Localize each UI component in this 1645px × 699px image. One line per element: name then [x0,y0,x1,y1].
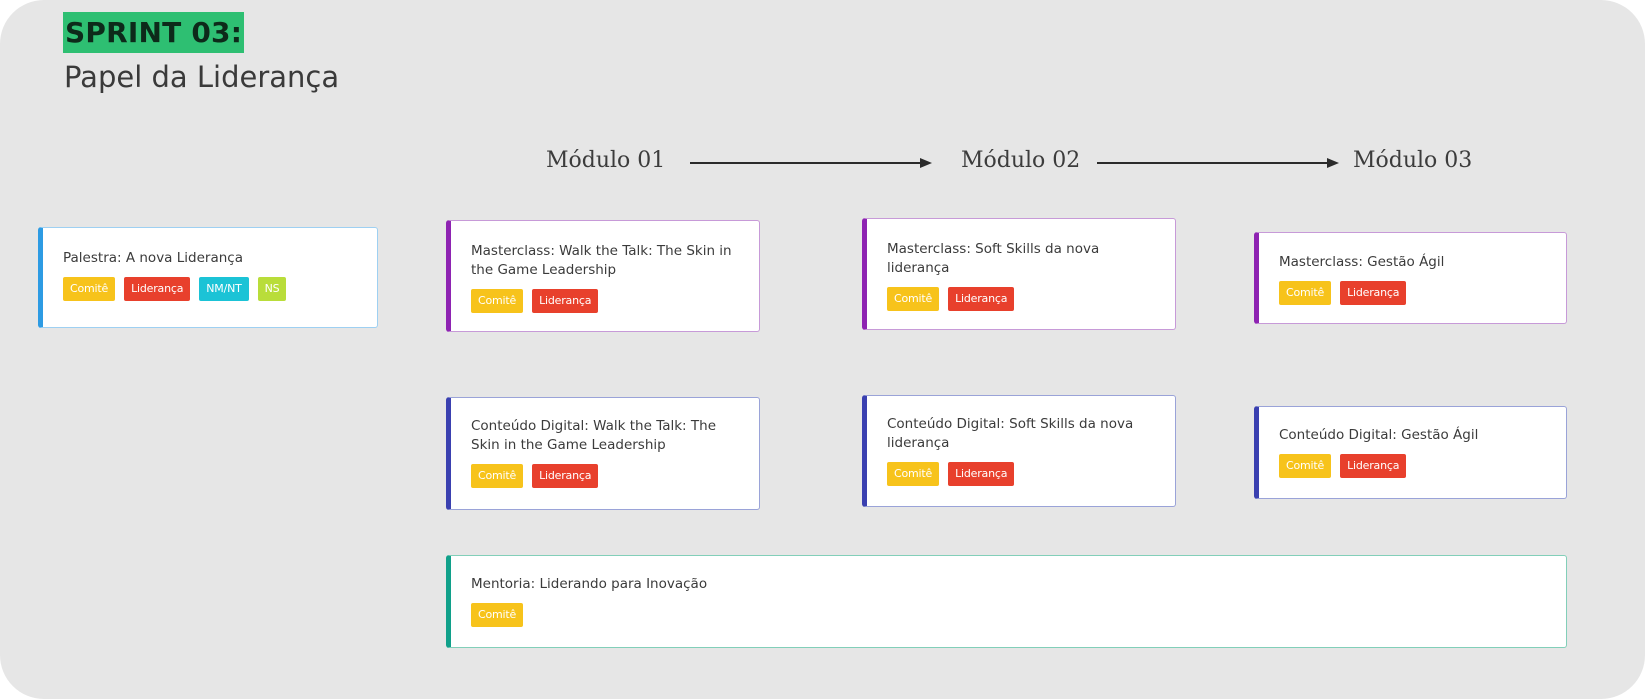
card-title: Conteúdo Digital: Soft Skills da nova li… [887,416,1134,451]
card-title: Mentoria: Liderando para Inovação [471,576,708,592]
tag-list: Comitê Liderança [887,287,1157,311]
card-module-02-digital[interactable]: Conteúdo Digital: Soft Skills da nova li… [862,395,1176,507]
card-module-01-digital[interactable]: Conteúdo Digital: Walk the Talk: The Ski… [446,397,760,510]
tag-list: Comitê Liderança [471,464,741,488]
tag-lideranca: Liderança [948,287,1015,311]
module-01-label: Módulo 01 [546,148,666,173]
tag-list: Comitê Liderança NM/NT NS [63,277,359,301]
tag-comite: Comitê [1279,454,1332,478]
tag-comite: Comitê [471,464,524,488]
tag-comite: Comitê [887,287,940,311]
tag-lideranca: Liderança [1340,454,1407,478]
card-title: Conteúdo Digital: Gestão Ágil [1279,427,1479,443]
card-module-03-masterclass[interactable]: Masterclass: Gestão Ágil Comitê Lideranç… [1254,232,1567,324]
tag-lideranca: Liderança [124,277,191,301]
tag-comite: Comitê [471,289,524,313]
tag-comite: Comitê [1279,281,1332,305]
card-title: Conteúdo Digital: Walk the Talk: The Ski… [471,418,717,453]
card-module-03-digital[interactable]: Conteúdo Digital: Gestão Ágil Comitê Lid… [1254,406,1567,499]
tag-comite: Comitê [887,462,940,486]
card-title: Masterclass: Soft Skills da nova lideran… [887,241,1100,276]
sprint-subtitle: Papel da Liderança [64,60,340,94]
arrow-module-02-to-03 [1097,158,1339,168]
tag-lideranca: Liderança [948,462,1015,486]
tag-lideranca: Liderança [1340,281,1407,305]
card-palestra[interactable]: Palestra: A nova Liderança Comitê Lidera… [38,227,378,328]
tag-nmnt: NM/NT [199,277,249,301]
tag-ns: NS [257,277,287,301]
module-03-label: Módulo 03 [1353,148,1473,173]
tag-list: Comitê Liderança [1279,454,1548,478]
tag-list: Comitê [471,603,1548,627]
card-title: Masterclass: Walk the Talk: The Skin in … [471,243,732,278]
card-module-01-masterclass[interactable]: Masterclass: Walk the Talk: The Skin in … [446,220,760,332]
arrow-module-01-to-02 [690,158,932,168]
card-title: Palestra: A nova Liderança [63,250,243,266]
tag-list: Comitê Liderança [1279,281,1548,305]
tag-comite: Comitê [471,603,524,627]
module-02-label: Módulo 02 [961,148,1081,173]
card-mentoria[interactable]: Mentoria: Liderando para Inovação Comitê [446,555,1567,648]
tag-lideranca: Liderança [532,464,599,488]
tag-list: Comitê Liderança [887,462,1157,486]
tag-list: Comitê Liderança [471,289,741,313]
tag-lideranca: Liderança [532,289,599,313]
sprint-title: SPRINT 03: [63,12,245,53]
tag-comite: Comitê [63,277,116,301]
card-title: Masterclass: Gestão Ágil [1279,254,1445,270]
card-module-02-masterclass[interactable]: Masterclass: Soft Skills da nova lideran… [862,218,1176,330]
